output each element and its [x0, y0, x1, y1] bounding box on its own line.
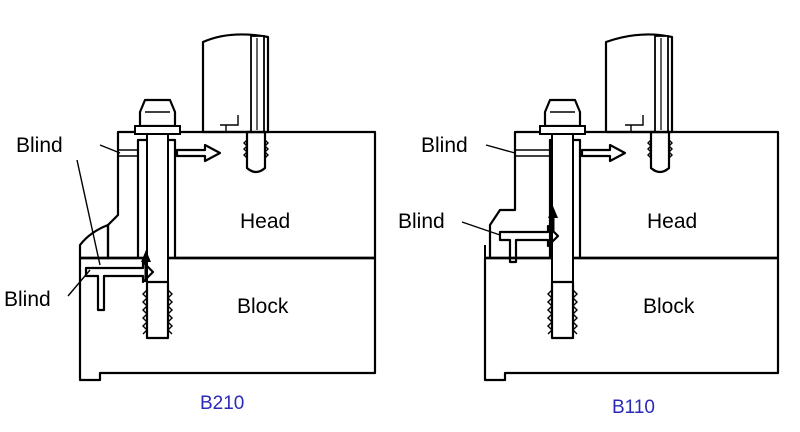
head-bolt: [539, 98, 586, 340]
diagram-b110: Blind Blind Head Block B110: [398, 33, 780, 418]
head-bolt: [134, 98, 181, 340]
label-blind-lower: Blind: [398, 210, 445, 233]
cylinder-head: [106, 130, 377, 260]
caption-b210: B210: [200, 393, 244, 414]
label-blind-lower: Blind: [4, 288, 51, 311]
cylinder-block: [483, 256, 780, 382]
caption-b110: B110: [612, 397, 655, 418]
label-blind-top: Blind: [421, 134, 468, 157]
label-head: Head: [647, 210, 697, 233]
cylinder-head: [488, 130, 780, 260]
label-blind-top: Blind: [16, 134, 63, 157]
label-block: Block: [643, 295, 695, 318]
label-block: Block: [237, 295, 289, 318]
upper-housing: [604, 33, 674, 134]
diagram-b210: Blind Blind Head Block B210: [4, 33, 377, 414]
upper-housing: [201, 33, 270, 134]
label-head: Head: [240, 210, 290, 233]
